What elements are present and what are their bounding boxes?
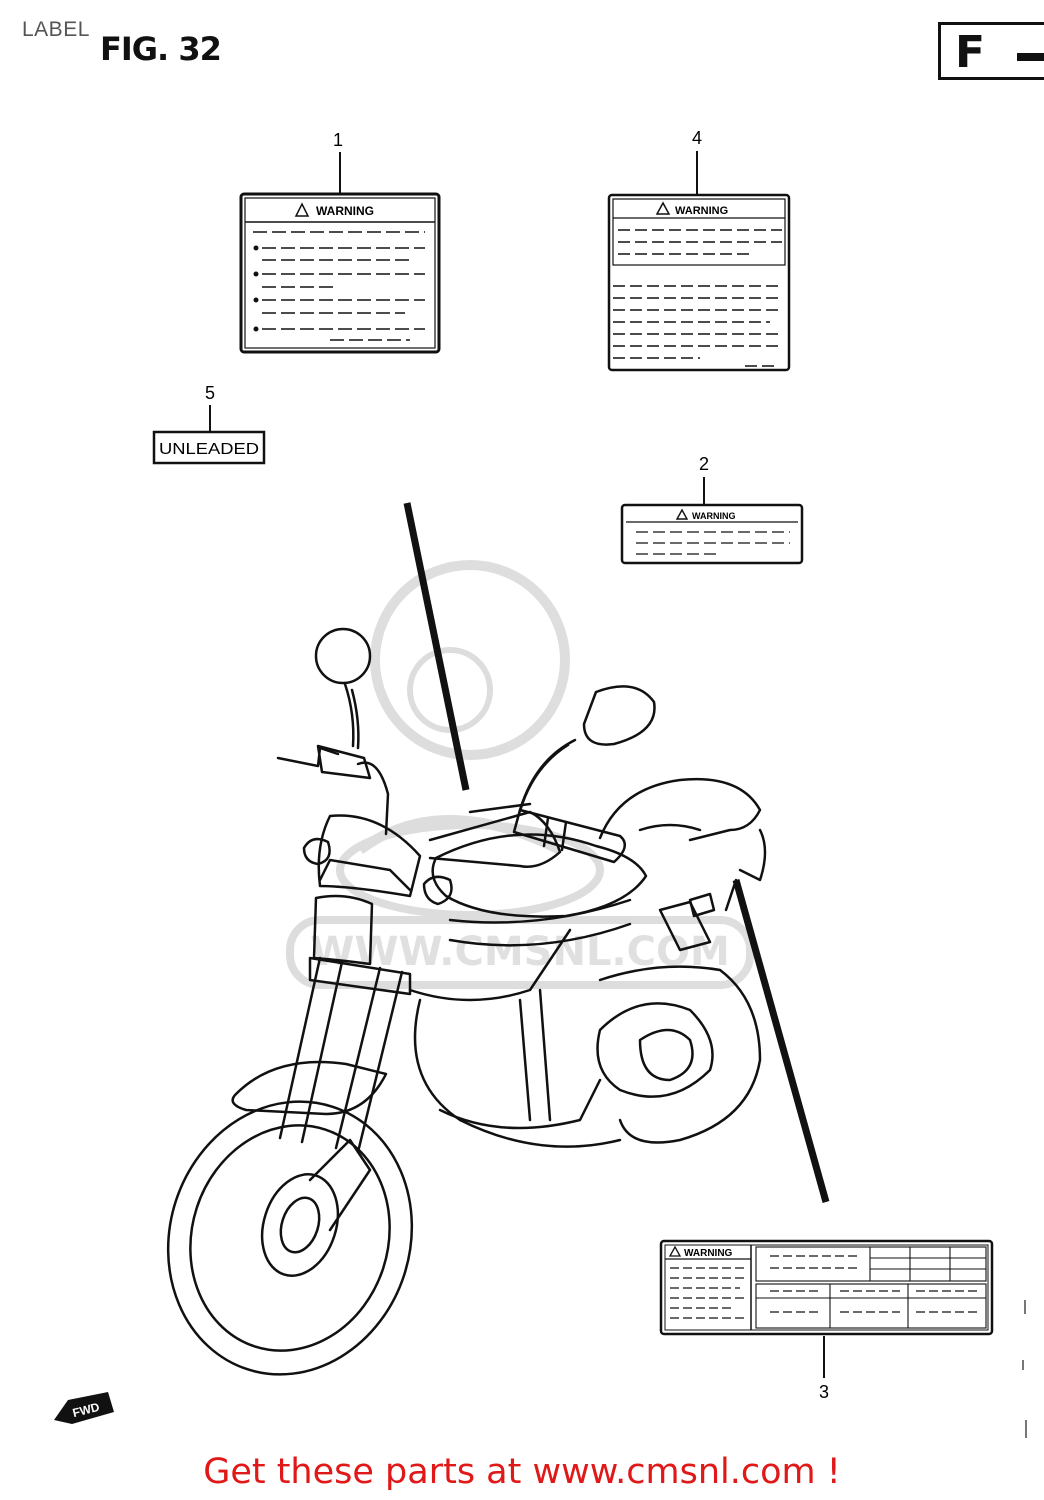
warning-label-3: WARNING [607, 193, 791, 372]
footer-link[interactable]: Get these parts at www.cmsnl.com ! [203, 1452, 841, 1492]
callout-4: 5 [205, 383, 215, 431]
unleaded-label: UNLEADED [152, 430, 266, 465]
callout-number-5: 3 [819, 1382, 829, 1402]
leader-line-left [403, 502, 470, 791]
warning-triangle-icon [655, 201, 671, 215]
fwd-text: FWD [71, 1400, 101, 1420]
figure-title: FIG. 32 [100, 30, 222, 68]
section-letter: F [955, 27, 986, 78]
callout-3: 4 [692, 128, 702, 194]
scan-noise [1022, 1300, 1027, 1438]
fwd-arrow-icon: FWD [54, 1392, 114, 1424]
warning-text-2: WARNING [692, 511, 736, 521]
callout-5: 3 [819, 1336, 829, 1402]
leader-line-right [732, 879, 830, 1203]
warning-text-3: WARNING [675, 205, 728, 217]
callout-number-3: 4 [692, 128, 702, 148]
section-dash [1017, 53, 1044, 61]
callout-number-1: 1 [333, 130, 343, 150]
warning-triangle-icon [675, 508, 689, 520]
warning-label-1: WARNING [239, 192, 441, 354]
section-tab: F [938, 22, 1044, 80]
callout-number-4: 5 [205, 383, 215, 403]
callout-1: 1 [333, 130, 343, 193]
warning-triangle-icon [668, 1245, 682, 1257]
unleaded-text: UNLEADED [159, 441, 259, 458]
callout-2: 2 [699, 454, 709, 504]
warning-triangle-icon [294, 202, 310, 217]
motorcycle-illustration [166, 627, 767, 1376]
warning-label-2: WARNING [620, 503, 804, 565]
callout-number-2: 2 [699, 454, 709, 474]
page-label: LABEL [22, 18, 90, 41]
warning-text-5: WARNING [684, 1248, 733, 1259]
warning-label-5: WARNING [659, 1239, 994, 1336]
warning-text-1: WARNING [316, 204, 374, 218]
